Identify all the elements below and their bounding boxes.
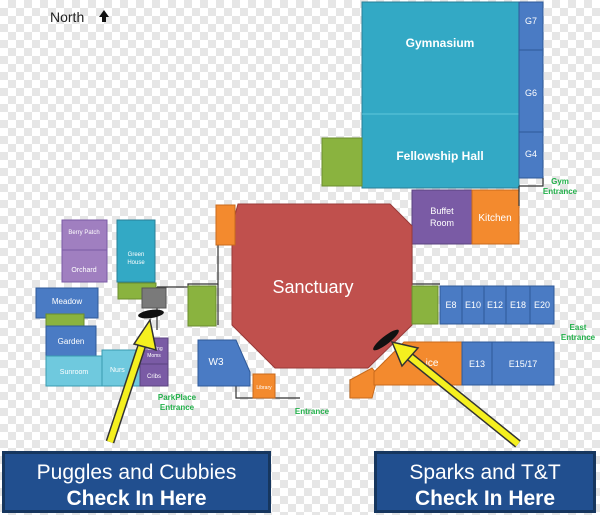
east-entrance-label-2: Entrance <box>561 333 596 342</box>
orange-room-nw <box>215 204 236 246</box>
parkplace-entrance-label-1: ParkPlace <box>158 393 197 402</box>
gymnasium-label: Gymnasium <box>406 36 475 50</box>
room-e20 <box>529 285 555 325</box>
room-g7 <box>518 1 544 51</box>
arrow-icon-left <box>105 318 157 444</box>
fellowship-hall-room <box>361 113 520 189</box>
gym-entrance-label-2: Entrance <box>543 187 578 196</box>
buffet-room <box>411 189 473 245</box>
green-house-label-1: Green <box>128 252 145 258</box>
green-room-meadow <box>45 313 85 327</box>
kitchen-room <box>471 189 520 245</box>
green-house-room <box>116 219 156 283</box>
banner-left-line1: Puggles and Cubbies <box>36 461 237 484</box>
banner-left-line2: Check In Here <box>66 487 207 510</box>
check-in-marker-west <box>138 309 164 319</box>
north-arrow-icon <box>99 10 109 22</box>
orchard-room <box>61 249 108 283</box>
sunroom-label: Sunroom <box>60 369 89 376</box>
banner-right-line1: Sparks and T&T <box>409 461 561 484</box>
check-in-desk-west <box>141 287 167 309</box>
cribs-label: Cribs <box>147 374 161 380</box>
room-e13-label: E13 <box>469 359 485 369</box>
room-e20-label: E20 <box>534 300 550 310</box>
room-e10-label: E10 <box>465 300 481 310</box>
main-entrance-label: Entrance <box>295 407 330 416</box>
garden-room <box>45 325 97 357</box>
gymnasium-room <box>361 1 520 115</box>
gym-entrance-label-1: Gym <box>551 177 569 186</box>
banner-right-line2: Check In Here <box>414 487 556 510</box>
check-in-marker-east <box>373 329 399 351</box>
check-in-banner-right: Sparks and T&T Check In Here <box>374 451 596 513</box>
office-label: ice <box>426 358 439 369</box>
room-g4-label: G4 <box>525 149 537 159</box>
berry-patch-room <box>61 219 108 251</box>
berry-patch-label: Berry Patch <box>68 230 99 236</box>
nursery-label: Nurs <box>110 367 125 374</box>
meadow-room <box>35 287 99 319</box>
room-e8-label: E8 <box>445 300 456 310</box>
room-g4 <box>518 131 544 179</box>
room-e13 <box>461 341 493 386</box>
arrow-icon-right <box>390 340 521 448</box>
garden-label: Garden <box>58 337 85 346</box>
room-e15-17-label: E15/17 <box>509 359 538 369</box>
sanctuary-room <box>231 203 413 369</box>
orange-room-south <box>349 367 379 399</box>
room-w3 <box>197 339 251 387</box>
green-room-west <box>187 285 217 327</box>
cribs-room <box>139 363 169 387</box>
room-g6-label: G6 <box>525 88 537 98</box>
nursing-moms-label-2: Moms <box>147 353 161 359</box>
library-room <box>252 373 276 399</box>
room-e12-label: E12 <box>487 300 503 310</box>
check-in-banner-left: Puggles and Cubbies Check In Here <box>2 451 271 513</box>
library-label: Library <box>256 385 272 391</box>
green-room-north <box>321 137 363 187</box>
orchard-label: Orchard <box>71 267 96 274</box>
green-house-label-2: House <box>127 260 145 266</box>
sunroom-room <box>45 355 103 387</box>
room-e15-17 <box>491 341 555 386</box>
room-e18-label: E18 <box>510 300 526 310</box>
room-g6 <box>518 49 544 133</box>
fellowship-hall-label: Fellowship Hall <box>396 149 483 163</box>
room-g7-label: G7 <box>525 16 537 26</box>
room-w3-label: W3 <box>209 357 224 368</box>
north-label: North <box>50 9 84 25</box>
sanctuary-label: Sanctuary <box>272 277 353 297</box>
buffet-room-label-2: Room <box>430 218 454 228</box>
meadow-label: Meadow <box>52 297 82 306</box>
green-room-east <box>411 285 439 325</box>
buffet-room-label-1: Buffet <box>430 206 454 216</box>
parkplace-entrance-label-2: Entrance <box>160 403 195 412</box>
east-entrance-label-1: East <box>570 323 587 332</box>
kitchen-label: Kitchen <box>478 213 511 224</box>
